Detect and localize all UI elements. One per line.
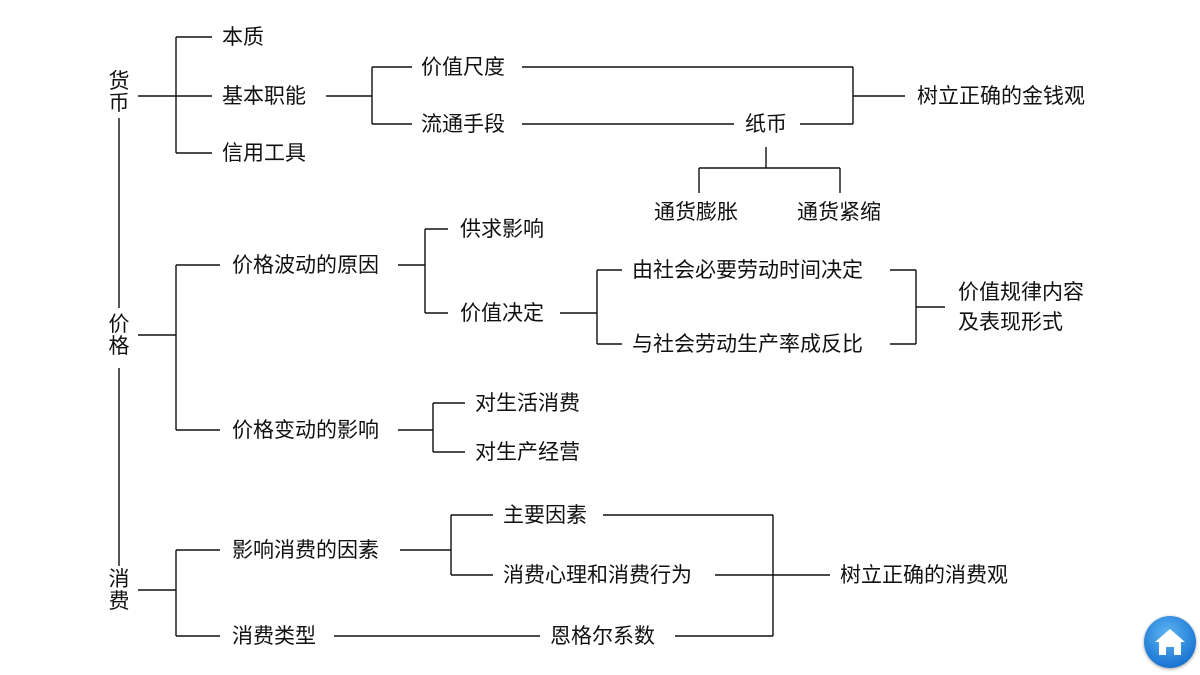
- node-law-of-value-line2: 及表现形式: [958, 310, 1063, 334]
- node-deflation: 通货紧缩: [797, 200, 881, 224]
- node-change-effects: 价格变动的影响: [232, 418, 379, 442]
- node-inflation: 通货膨胀: [654, 200, 738, 224]
- topic-money: 货币: [108, 69, 130, 116]
- node-law-of-value-line1: 价值规律内容: [958, 280, 1084, 304]
- node-medium-of-circulation: 流通手段: [421, 112, 505, 136]
- node-basic-functions: 基本职能: [222, 84, 306, 108]
- node-paper-money: 纸币: [745, 112, 787, 136]
- node-psychology-behavior: 消费心理和消费行为: [503, 563, 692, 587]
- node-inverse-productivity: 与社会劳动生产率成反比: [632, 332, 863, 356]
- node-engel-coefficient: 恩格尔系数: [550, 624, 655, 648]
- topic-consumption: 消费: [108, 567, 130, 614]
- node-measure-of-value: 价值尺度: [421, 55, 505, 79]
- topic-price: 价格: [108, 312, 130, 359]
- node-money-view: 树立正确的金钱观: [917, 84, 1085, 108]
- home-button[interactable]: [1144, 616, 1196, 668]
- node-consumption-types: 消费类型: [232, 624, 316, 648]
- home-icon: [1155, 629, 1185, 655]
- node-credit-tools: 信用工具: [222, 141, 306, 165]
- node-consumption-factors: 影响消费的因素: [232, 538, 379, 562]
- node-supply-demand: 供求影响: [460, 217, 544, 241]
- node-consumption-view: 树立正确的消费观: [840, 563, 1008, 587]
- node-value-determines: 价值决定: [460, 301, 544, 325]
- node-essence: 本质: [222, 25, 264, 49]
- node-main-factors: 主要因素: [503, 503, 587, 527]
- node-fluctuation-causes: 价格波动的原因: [232, 253, 379, 277]
- node-labor-time: 由社会必要劳动时间决定: [632, 258, 863, 282]
- node-on-life-consumption: 对生活消费: [475, 391, 580, 415]
- node-on-production: 对生产经营: [475, 440, 580, 464]
